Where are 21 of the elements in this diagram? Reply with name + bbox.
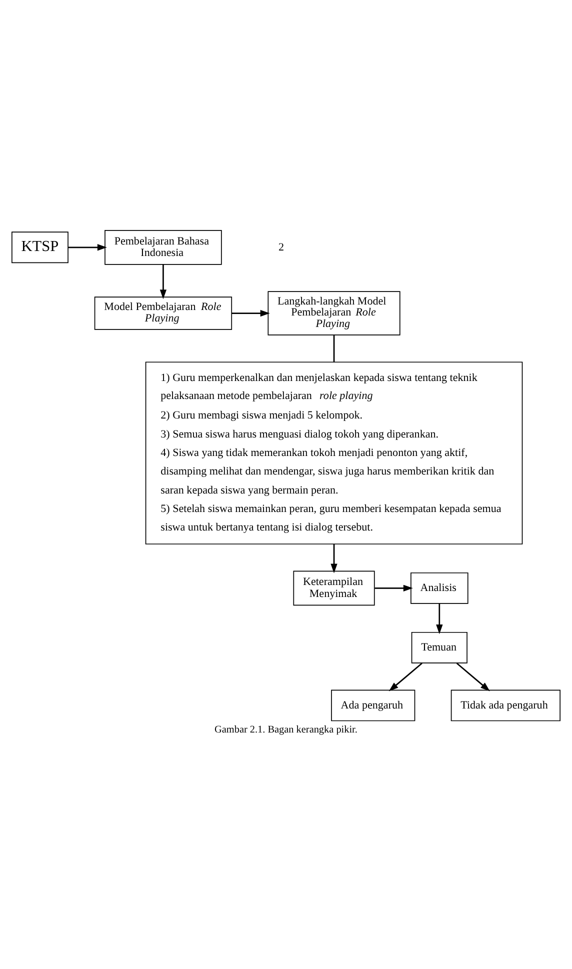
node-box: Ada pengaruh — [331, 690, 416, 722]
node-box: Analisis — [410, 572, 468, 604]
node-box: Langkah-langkah Model Pembelajaran Role Playing — [268, 291, 400, 336]
node-box: 1) Guru memperkenalkan dan menjelaskan kepada siswa tentang teknik pelaksanaan metode pembelajaran role playing 2) Guru membagi siswa menjadi 5 kelompok. 3) Semua siswa harus menguasi dialog tokoh yang diperankan. 4) Siswa yang tidak memerankan tokoh menjadi penonton yang aktif, disamping melihat dan mendengar, siswa juga harus memberikan kritik dan saran kepada siswa yang bermain peran. 5) Setelah siswa memainkan peran, guru memberi kesempatan kepada semua siswa untuk bertanya tentang isi dialog tersebut. — [145, 362, 523, 544]
caption: Gambar 2.1. Bagan kerangka pikir. — [214, 724, 358, 736]
arrow — [436, 604, 443, 634]
arrow — [160, 264, 167, 300]
arrow — [374, 584, 413, 592]
connector — [333, 335, 335, 362]
node-box: Temuan — [411, 632, 468, 664]
arrow — [232, 310, 270, 317]
node-box: Keterampilan Menyimak — [293, 570, 375, 606]
arrow — [456, 662, 490, 692]
node-box: Model Pembelajaran Role Playing — [94, 296, 232, 330]
arrow — [330, 544, 338, 574]
label: 2 — [278, 241, 284, 254]
node-box: Tidak ada pengaruh — [450, 690, 560, 722]
node-box: KTSP — [12, 232, 68, 264]
node-box: Pembelajaran Bahasa Indonesia — [104, 230, 222, 265]
arrow — [388, 662, 422, 692]
arrow — [68, 244, 107, 251]
